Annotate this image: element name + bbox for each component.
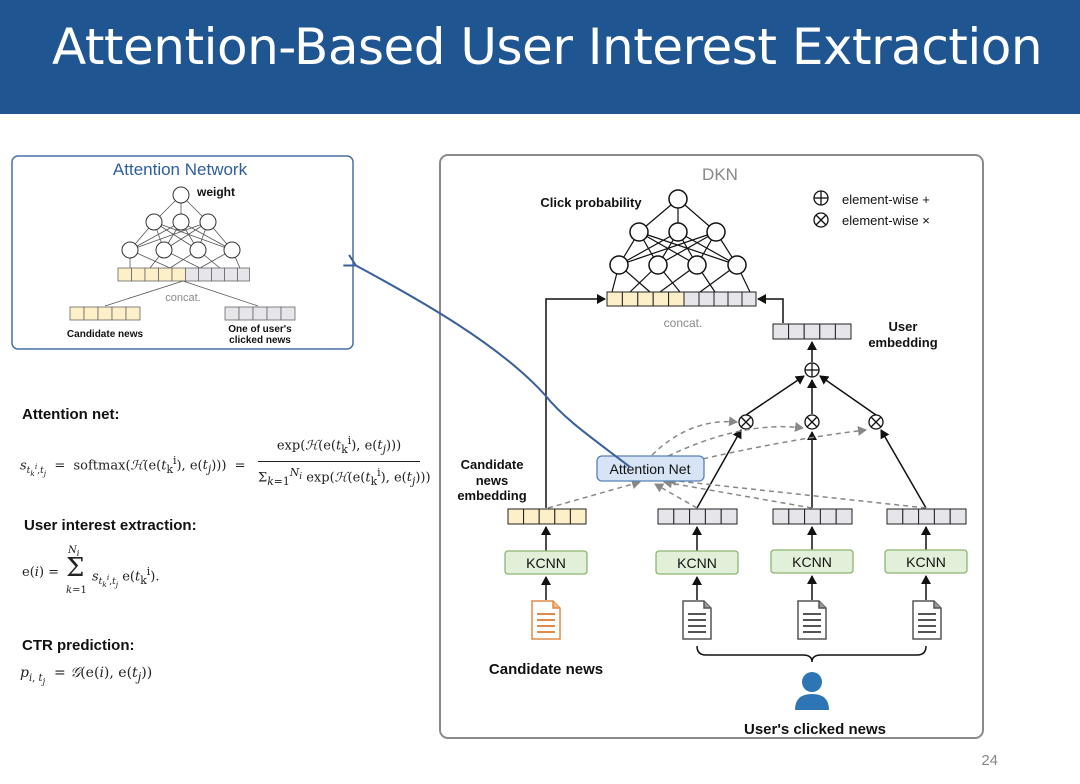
user-embedding-vector [772,323,852,340]
mini-candidate-label: Candidate news [67,329,144,340]
kcnn-label-1: KCNN [677,555,717,571]
attention-net-link-arrow [355,265,631,468]
doc-to-kcnn-arrows [541,575,931,600]
kcnn-label-candidate: KCNN [526,555,566,571]
concat-vector [606,291,757,307]
legend-times: element-wise × [842,213,930,228]
sum-node [804,362,820,378]
kcnn-to-embedding-arrows [541,526,931,551]
legend [813,190,829,228]
candidate-to-concat-arrow [545,294,606,508]
kcnn-label-3: KCNN [906,554,946,570]
dkn-panel: DKN Click probability element-wise + ele… [439,154,984,739]
candidate-document-icon [531,600,561,640]
clicked-embedding-vector-1 [657,508,738,525]
weight-label: weight [196,185,235,199]
attention-network-panel: Attention Network weight concat. [11,155,354,350]
interest-equation: e(i) = Ni Σ k=1 stki,tj e(tki). [22,545,160,596]
click-probability-label: Click probability [540,195,642,210]
dkn-title: DKN [702,165,738,184]
attention-net-eq-label: Attention net: [22,406,120,423]
slide-title: Attention-Based User Interest Extraction [52,18,1043,76]
candidate-news-label: Candidate news [489,661,603,678]
emb3-to-mult [880,429,927,509]
clicked-document-icon-2 [797,600,827,640]
attention-net-label: Attention Net [610,461,691,477]
mini-network-nodes [121,186,241,259]
kcnn-label-2: KCNN [792,554,832,570]
candidate-embedding-vector [507,508,587,525]
mult-left-arrow [745,375,805,416]
attention-network-title: Attention Network [113,160,248,179]
candidate-embedding-label-3: embedding [457,488,526,503]
output-network-nodes [609,189,747,275]
kcnn-boxes [504,549,968,575]
title-bar: Attention-Based User Interest Extraction [0,0,1080,114]
user-embedding-label-2: embedding [868,335,937,350]
interest-eq-label: User interest extraction: [24,517,197,534]
user-to-concat-arrow [757,294,784,323]
clicked-document-icon-1 [682,600,712,640]
mini-concat-vector [117,267,250,282]
mini-concat-label: concat. [165,292,200,304]
mini-clicked-vector [224,306,296,321]
mini-clicked-label-1: One of user's [228,324,292,335]
clicked-embedding-vector-2 [772,508,853,525]
multiply-nodes [738,414,884,430]
emb1-to-mult [696,429,742,509]
ctr-eq-label: CTR prediction: [22,637,135,654]
mini-network-edges [129,194,241,269]
clicked-news-brace [696,645,927,663]
clicked-embedding-vector-3 [886,508,967,525]
users-clicked-news-label: User's clicked news [744,721,886,738]
mini-candidate-vector [69,306,141,321]
clicked-document-icon-3 [912,600,942,640]
candidate-embedding-label-2: news [476,473,509,488]
page-number: 24 [981,752,998,769]
user-embedding-label-1: User [889,319,918,334]
mult-right-arrow [819,375,877,416]
concat-label: concat. [664,316,703,330]
user-icon [795,672,829,710]
candidate-embedding-label-1: Candidate [461,457,524,472]
ctr-equation: pi, tj = 𝒢(e(i), e(tj)) [20,665,153,686]
mini-clicked-label-2: clicked news [229,335,291,346]
legend-plus: element-wise + [842,192,930,207]
